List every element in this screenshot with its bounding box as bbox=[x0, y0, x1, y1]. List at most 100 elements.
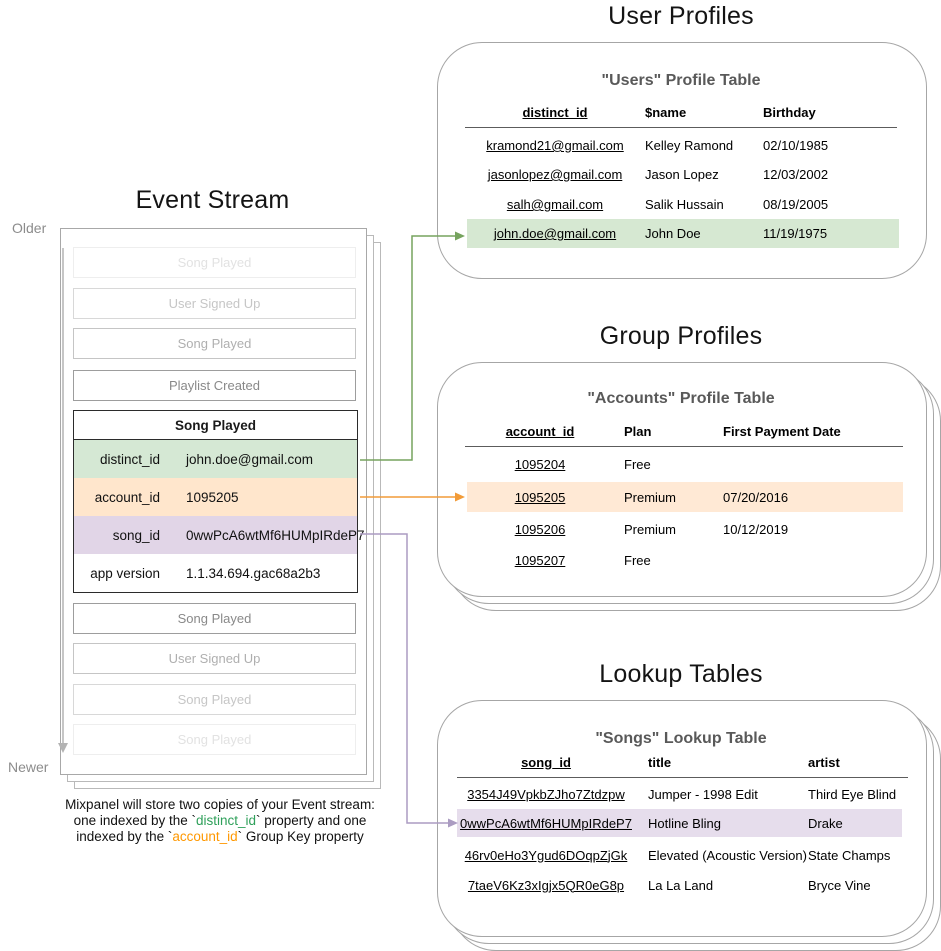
account-plan: Premium bbox=[624, 522, 677, 537]
song-title: La La Land bbox=[648, 877, 714, 893]
songs-header-divider bbox=[457, 777, 908, 778]
table-row: 3354J49VpkbZJho7Ztdzpw Jumper - 1998 Edi… bbox=[457, 780, 902, 808]
account-plan: Free bbox=[624, 553, 651, 568]
column-header-artist: artist bbox=[808, 754, 840, 770]
song-title: Elevated (Acoustic Version) bbox=[648, 847, 807, 863]
user-name: John Doe bbox=[645, 226, 701, 241]
event-property-key: app version bbox=[90, 565, 160, 581]
column-header-account-id: account_id bbox=[505, 423, 575, 439]
caption: Mixpanel will store two copies of your E… bbox=[20, 797, 420, 845]
caption-line-2: one indexed by the `distinct_id` propert… bbox=[73, 813, 367, 828]
column-header-plan: Plan bbox=[624, 423, 652, 439]
column-header-title: title bbox=[648, 754, 672, 770]
column-header-first-payment-date: First Payment Date bbox=[723, 423, 841, 439]
song-artist: Bryce Vine bbox=[808, 877, 871, 893]
event-property-row-account-id: account_id 1095205 bbox=[74, 478, 357, 516]
event-property-row-distinct-id: distinct_id john.doe@gmail.com bbox=[74, 440, 357, 478]
expanded-event-title: Song Played bbox=[74, 411, 357, 440]
songs-table-heading: "Songs" Lookup Table bbox=[595, 730, 767, 747]
event-property-value: john.doe@gmail.com bbox=[186, 451, 314, 467]
table-row: salh@gmail.com Salik Hussain 08/19/2005 bbox=[467, 190, 899, 219]
caption-line-1: Mixpanel will store two copies of your E… bbox=[65, 797, 375, 812]
table-row: 1095207 Free bbox=[467, 546, 903, 575]
table-row: jasonlopez@gmail.com Jason Lopez 12/03/2… bbox=[467, 160, 899, 189]
user-birthday: 08/19/2005 bbox=[763, 197, 829, 212]
users-header-divider bbox=[465, 127, 897, 128]
account-id: 1095204 bbox=[514, 457, 566, 472]
users-header-row: distinct_id $name Birthday bbox=[467, 103, 899, 121]
table-row-highlighted: 0wwPcA6wtMf6HUMpIRdeP7 Hotline Bling Dra… bbox=[457, 809, 902, 837]
older-label: Older bbox=[12, 220, 47, 236]
table-row: 1095204 Free bbox=[467, 450, 903, 479]
event-property-row-song-id: song_id 0wwPcA6wtMf6HUMpIRdeP7 bbox=[74, 516, 365, 554]
songs-header-row: song_id title artist bbox=[457, 753, 902, 771]
event-pill: Song Played bbox=[73, 328, 356, 359]
account-id-inline-code: account_id bbox=[172, 829, 238, 844]
user-birthday: 11/19/1975 bbox=[763, 226, 828, 241]
user-distinct-id: john.doe@gmail.com bbox=[493, 226, 617, 241]
users-table-heading: "Users" Profile Table bbox=[601, 72, 761, 89]
account-id: 1095206 bbox=[514, 522, 566, 537]
column-header-distinct-id: distinct_id bbox=[522, 104, 588, 120]
account-id: 1095207 bbox=[514, 553, 566, 568]
account-plan: Premium bbox=[624, 489, 677, 505]
event-stream-title: Event Stream bbox=[135, 186, 290, 214]
song-title: Hotline Bling bbox=[648, 815, 721, 831]
song-artist: Third Eye Blind bbox=[808, 786, 897, 802]
user-name: Kelley Ramond bbox=[645, 138, 734, 153]
song-id: 7taeV6Kz3xIgjx5QR0eG8p bbox=[467, 877, 625, 893]
group-profiles-title: Group Profiles bbox=[599, 322, 763, 350]
user-birthday: 02/10/1985 bbox=[763, 138, 829, 153]
event-pill: Playlist Created bbox=[73, 370, 356, 401]
distinct-id-inline-code: distinct_id bbox=[195, 813, 257, 828]
expanded-event-card: Song Played distinct_id john.doe@gmail.c… bbox=[73, 410, 365, 593]
lookup-tables-title: Lookup Tables bbox=[599, 660, 763, 688]
table-row-highlighted: john.doe@gmail.com John Doe 11/19/1975 bbox=[467, 219, 899, 248]
user-birthday: 12/03/2002 bbox=[763, 167, 829, 182]
newer-label: Newer bbox=[8, 759, 49, 775]
song-id: 46rv0eHo3Ygud6DOqpZjGk bbox=[464, 847, 628, 863]
user-name: Salik Hussain bbox=[645, 197, 724, 212]
column-header-song-id: song_id bbox=[521, 754, 571, 770]
user-name: Jason Lopez bbox=[645, 167, 719, 182]
column-header-birthday: Birthday bbox=[763, 104, 816, 120]
song-title: Jumper - 1998 Edit bbox=[648, 786, 758, 802]
event-property-key: song_id bbox=[112, 527, 160, 543]
table-row: 1095206 Premium 10/12/2019 bbox=[467, 515, 903, 544]
account-id: 1095205 bbox=[514, 489, 566, 505]
user-profiles-title: User Profiles bbox=[608, 2, 754, 30]
account-plan: Free bbox=[624, 457, 651, 472]
accounts-table-heading: "Accounts" Profile Table bbox=[587, 390, 775, 407]
user-distinct-id: salh@gmail.com bbox=[506, 197, 604, 212]
event-pill: User Signed Up bbox=[73, 643, 356, 674]
table-row: 7taeV6Kz3xIgjx5QR0eG8p La La Land Bryce … bbox=[457, 871, 902, 899]
event-property-row-app-version: app version 1.1.34.694.gac68a2b3 bbox=[74, 554, 357, 592]
event-property-key: account_id bbox=[94, 489, 160, 505]
column-header-name: $name bbox=[645, 104, 687, 120]
event-property-value: 1.1.34.694.gac68a2b3 bbox=[186, 565, 321, 581]
event-pill: Song Played bbox=[73, 684, 356, 715]
event-property-key: distinct_id bbox=[99, 451, 160, 467]
event-pill: Song Played bbox=[73, 247, 356, 278]
event-pill: Song Played bbox=[73, 724, 356, 755]
event-pill: User Signed Up bbox=[73, 288, 356, 319]
event-stream-panel: Song Played User Signed Up Song Played P… bbox=[60, 228, 367, 775]
table-row: kramond21@gmail.com Kelley Ramond 02/10/… bbox=[467, 131, 899, 160]
song-artist: State Champs bbox=[808, 847, 891, 863]
account-first-payment: 07/20/2016 bbox=[723, 489, 789, 505]
accounts-header-row: account_id Plan First Payment Date bbox=[467, 422, 903, 440]
event-pill: Song Played bbox=[73, 603, 356, 634]
song-id: 3354J49VpkbZJho7Ztdzpw bbox=[467, 786, 625, 802]
caption-line-3: indexed by the `account_id` Group Key pr… bbox=[76, 829, 364, 844]
user-distinct-id: kramond21@gmail.com bbox=[486, 138, 624, 153]
event-property-value: 1095205 bbox=[186, 489, 239, 505]
song-id: 0wwPcA6wtMf6HUMpIRdeP7 bbox=[460, 815, 632, 831]
table-row: 46rv0eHo3Ygud6DOqpZjGk Elevated (Acousti… bbox=[457, 841, 902, 869]
event-property-value: 0wwPcA6wtMf6HUMpIRdeP7 bbox=[186, 527, 365, 543]
accounts-header-divider bbox=[465, 446, 903, 447]
table-row-highlighted: 1095205 Premium 07/20/2016 bbox=[467, 482, 903, 512]
song-artist: Drake bbox=[808, 815, 843, 831]
account-first-payment: 10/12/2019 bbox=[723, 522, 789, 537]
user-distinct-id: jasonlopez@gmail.com bbox=[487, 167, 623, 182]
